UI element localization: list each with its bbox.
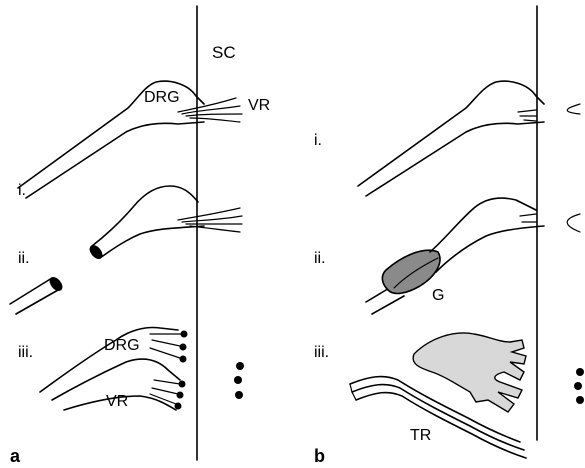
avulsed-rootlet (152, 340, 180, 346)
distal-stump-upper (10, 278, 52, 304)
cut-root-lower-contour (100, 226, 204, 258)
panel-a-row-ii (10, 186, 242, 314)
cord-stump-dot-b (576, 396, 584, 404)
ventral-rootlet (186, 114, 242, 116)
cord-stump-dot-b (574, 382, 582, 390)
row-label-a-ii: ii. (18, 250, 30, 267)
rootlet-tip (179, 381, 186, 388)
avulsed-rootlet (150, 348, 180, 358)
drg-label-iii: DRG (104, 337, 140, 354)
ventral-rootlet-b (518, 110, 536, 112)
ventral-rootlet-b (524, 120, 536, 121)
nerve-to-graft-lower (372, 296, 404, 314)
panel-a-row-iii: DRG VR (40, 328, 244, 411)
panel-letter-b: b (314, 446, 325, 466)
row-label-a-iii: iii. (18, 344, 33, 361)
root-lower-contour-b (436, 226, 544, 272)
rootlet-tip (175, 403, 182, 410)
rootlet-tip (177, 392, 184, 399)
panel-b-row-ii: G (366, 198, 580, 314)
row-label-b-i: i. (314, 132, 322, 149)
panel-b-row-iii: TR (350, 333, 584, 458)
ventral-rootlet (182, 216, 242, 222)
cord-stump-dot-b (576, 368, 584, 376)
panel-a: SC DRG VR (10, 6, 270, 466)
panel-b: G TR i. ii. iii. b (314, 6, 584, 466)
rootlet-tip (180, 344, 187, 351)
root-upper-contour-b (430, 198, 536, 252)
spinal-cord-label: SC (212, 43, 236, 62)
vr-label-iii: VR (106, 393, 128, 410)
distal-stump-lower (16, 290, 58, 314)
drg-label: DRG (144, 89, 180, 106)
cut-root-upper-contour (92, 186, 198, 246)
avulsed-rootlet (152, 388, 178, 394)
cut-stump-end (87, 243, 105, 262)
rootlet-entry-b (567, 214, 580, 232)
vr-label: VR (248, 97, 270, 114)
avulsed-rootlet (154, 380, 180, 384)
row-label-a-i: i. (18, 182, 26, 199)
ventral-rootlet-b (520, 214, 536, 216)
panel-a-row-i: DRG VR (18, 81, 270, 198)
drg-lower-contour-b (366, 122, 544, 196)
cord-stump-dot (234, 376, 242, 384)
cord-stump-dot (236, 362, 244, 370)
panel-letter-a: a (10, 446, 21, 466)
rootlet-tip (180, 356, 187, 363)
row-label-b-iii: iii. (314, 344, 329, 361)
cord-stump-dot (235, 391, 243, 399)
rootlet-entry-b (567, 104, 580, 114)
drg-upper-contour-b (358, 81, 544, 186)
ventral-rootlet (182, 106, 240, 114)
transplant-label: TR (410, 427, 431, 444)
row-label-b-ii: ii. (314, 250, 326, 267)
graft-label: G (432, 287, 444, 304)
panel-b-row-i (358, 81, 580, 196)
transplanted-ganglion-shape (413, 333, 526, 412)
rootlet-tip (181, 331, 188, 338)
